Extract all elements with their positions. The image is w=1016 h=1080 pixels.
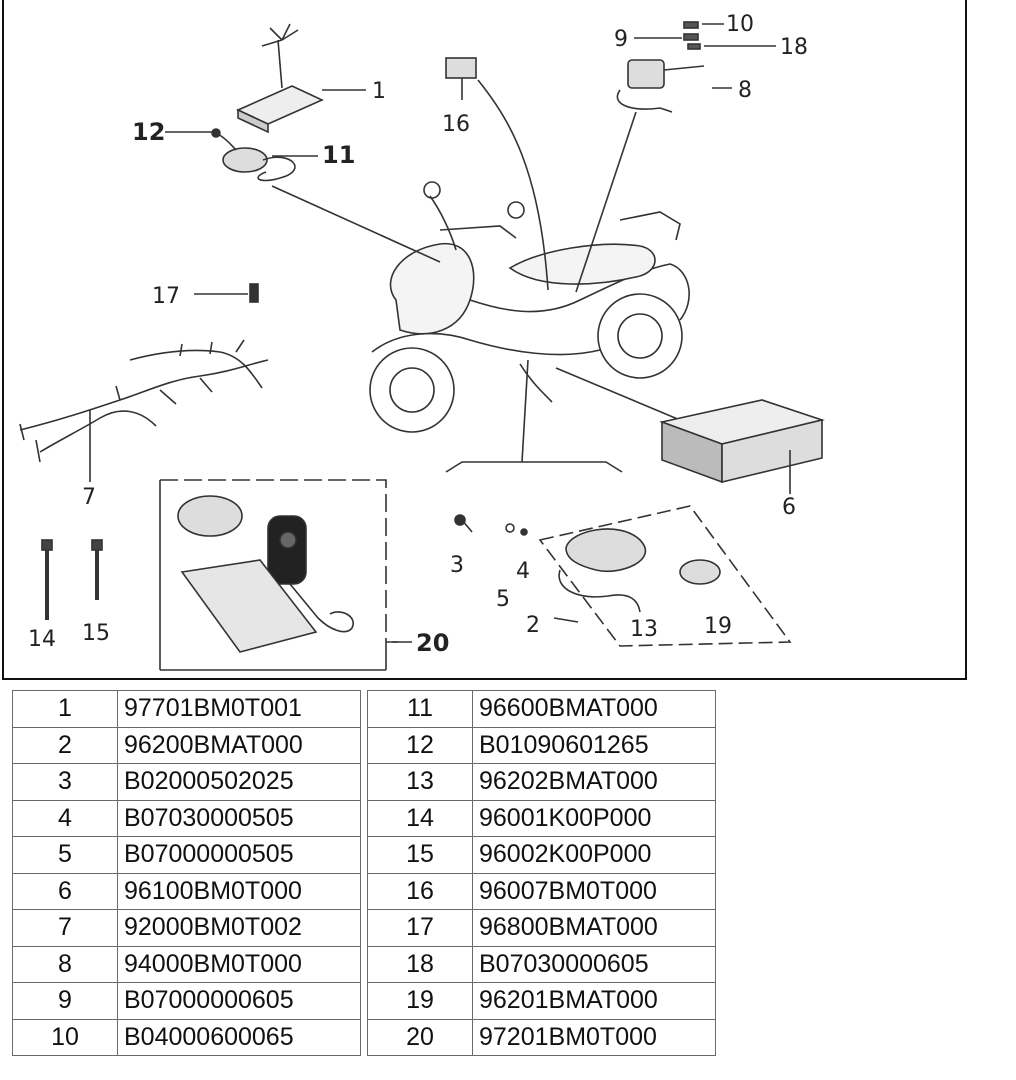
part-code-cell: 94000BM0T000	[117, 945, 361, 983]
callout-20: 20	[416, 629, 449, 657]
part-number-cell: 6	[12, 872, 118, 910]
part-11-illustration	[165, 128, 296, 182]
part-16-illustration	[445, 57, 477, 100]
part-code-cell: B07000000605	[117, 982, 361, 1020]
part-number-cell: 8	[12, 945, 118, 983]
part-6-illustration	[659, 399, 825, 494]
part-number-cell: 4	[12, 799, 118, 837]
part-code-cell: 97701BM0T001	[117, 690, 361, 728]
callout-10: 10	[726, 12, 754, 37]
callout-15: 15	[82, 621, 110, 646]
part-code-cell: B02000502025	[117, 763, 361, 801]
callout-13: 13	[630, 617, 658, 642]
part-code-cell: 96001K00P000	[472, 799, 716, 837]
part-number-cell: 10	[12, 1018, 118, 1056]
part-code-cell: 96800BMAT000	[472, 909, 716, 947]
part-7-illustration	[19, 339, 269, 482]
part-code-cell: 96100BM0T000	[117, 872, 361, 910]
callout-11: 11	[322, 141, 355, 169]
part-code-cell: B04000600065	[117, 1018, 361, 1056]
callout-2: 2	[526, 613, 540, 638]
part-number-cell: 11	[367, 690, 473, 728]
part-code-cell: 96002K00P000	[472, 836, 716, 874]
exploded-parts-diagram: 1 2 3 4 5 6 7 8 9 10 11 12 13 14 15 16 1…	[2, 0, 967, 680]
part-17-illustration	[249, 283, 259, 303]
part-number-cell: 7	[12, 909, 118, 947]
part-code-cell: B01090601265	[472, 726, 716, 764]
part-14-15-illustration	[41, 539, 103, 620]
part-number-cell: 17	[367, 909, 473, 947]
part-code-cell: 96200BMAT000	[117, 726, 361, 764]
callout-16: 16	[442, 112, 470, 137]
part-number-cell: 3	[12, 763, 118, 801]
part-number-cell: 2	[12, 726, 118, 764]
part-number-cell: 9	[12, 982, 118, 1020]
part-number-cell: 1	[12, 690, 118, 728]
callout-6: 6	[782, 495, 796, 520]
callout-8: 8	[738, 78, 752, 103]
scooter-illustration	[369, 181, 690, 433]
part-2-kit-illustration	[454, 505, 792, 647]
part-code-cell: 96600BMAT000	[472, 690, 716, 728]
part-code-cell: 96201BMAT000	[472, 982, 716, 1020]
callout-18: 18	[780, 35, 808, 60]
callout-5: 5	[496, 587, 510, 612]
part-code-cell: B07000000505	[117, 836, 361, 874]
callout-17: 17	[152, 284, 180, 309]
part-number-cell: 19	[367, 982, 473, 1020]
part-number-cell: 16	[367, 872, 473, 910]
part-9-10-18-illustration	[683, 21, 701, 50]
callout-4: 4	[516, 559, 530, 584]
part-number-cell: 20	[367, 1018, 473, 1056]
callout-12: 12	[132, 118, 165, 146]
callout-19: 19	[704, 614, 732, 639]
leader-lines	[194, 23, 776, 473]
part-number-cell: 13	[367, 763, 473, 801]
part-code-cell: B07030000505	[117, 799, 361, 837]
part-number-cell: 12	[367, 726, 473, 764]
part-number-cell: 15	[367, 836, 473, 874]
callout-14: 14	[28, 627, 56, 652]
part-number-cell: 5	[12, 836, 118, 874]
part-20-illustration	[159, 479, 412, 671]
part-1-illustration	[236, 23, 324, 134]
part-code-cell: 92000BM0T002	[117, 909, 361, 947]
callout-9: 9	[614, 27, 628, 52]
part-8-illustration	[616, 59, 705, 113]
part-code-cell: 96202BMAT000	[472, 763, 716, 801]
callout-1: 1	[372, 79, 386, 104]
part-code-cell: 97201BM0T000	[472, 1018, 716, 1056]
callout-3: 3	[450, 553, 464, 578]
part-number-cell: 14	[367, 799, 473, 837]
part-code-cell: 96007BM0T000	[472, 872, 716, 910]
part-number-cell: 18	[367, 945, 473, 983]
callout-7: 7	[82, 485, 96, 510]
part-code-cell: B07030000605	[472, 945, 716, 983]
